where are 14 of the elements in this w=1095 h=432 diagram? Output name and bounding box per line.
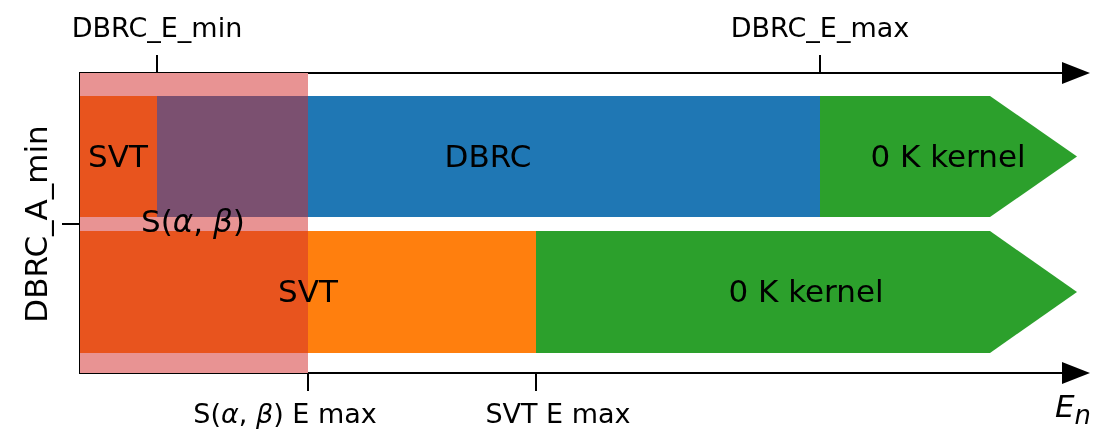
region-label: DBRC — [444, 140, 532, 172]
region-label: SVT — [88, 140, 148, 172]
arrow-region — [536, 231, 1077, 353]
tick-label: DBRC_E_min — [71, 13, 243, 41]
region-label: 0 K kernel — [870, 140, 1026, 172]
region-label: 0 K kernel — [728, 275, 884, 307]
tick-label: DBRC_E_max — [730, 13, 910, 41]
region-label: SVT — [278, 275, 338, 307]
region-label: S(α, β) — [141, 205, 245, 237]
axis-label: E$_{n}$ — [1055, 391, 1091, 429]
tick-label: S(α, β) E max — [193, 399, 377, 427]
tick-label: SVT E max — [485, 399, 631, 427]
arrow-region — [820, 96, 1077, 217]
axis-label: DBRC_A_min — [20, 125, 52, 323]
